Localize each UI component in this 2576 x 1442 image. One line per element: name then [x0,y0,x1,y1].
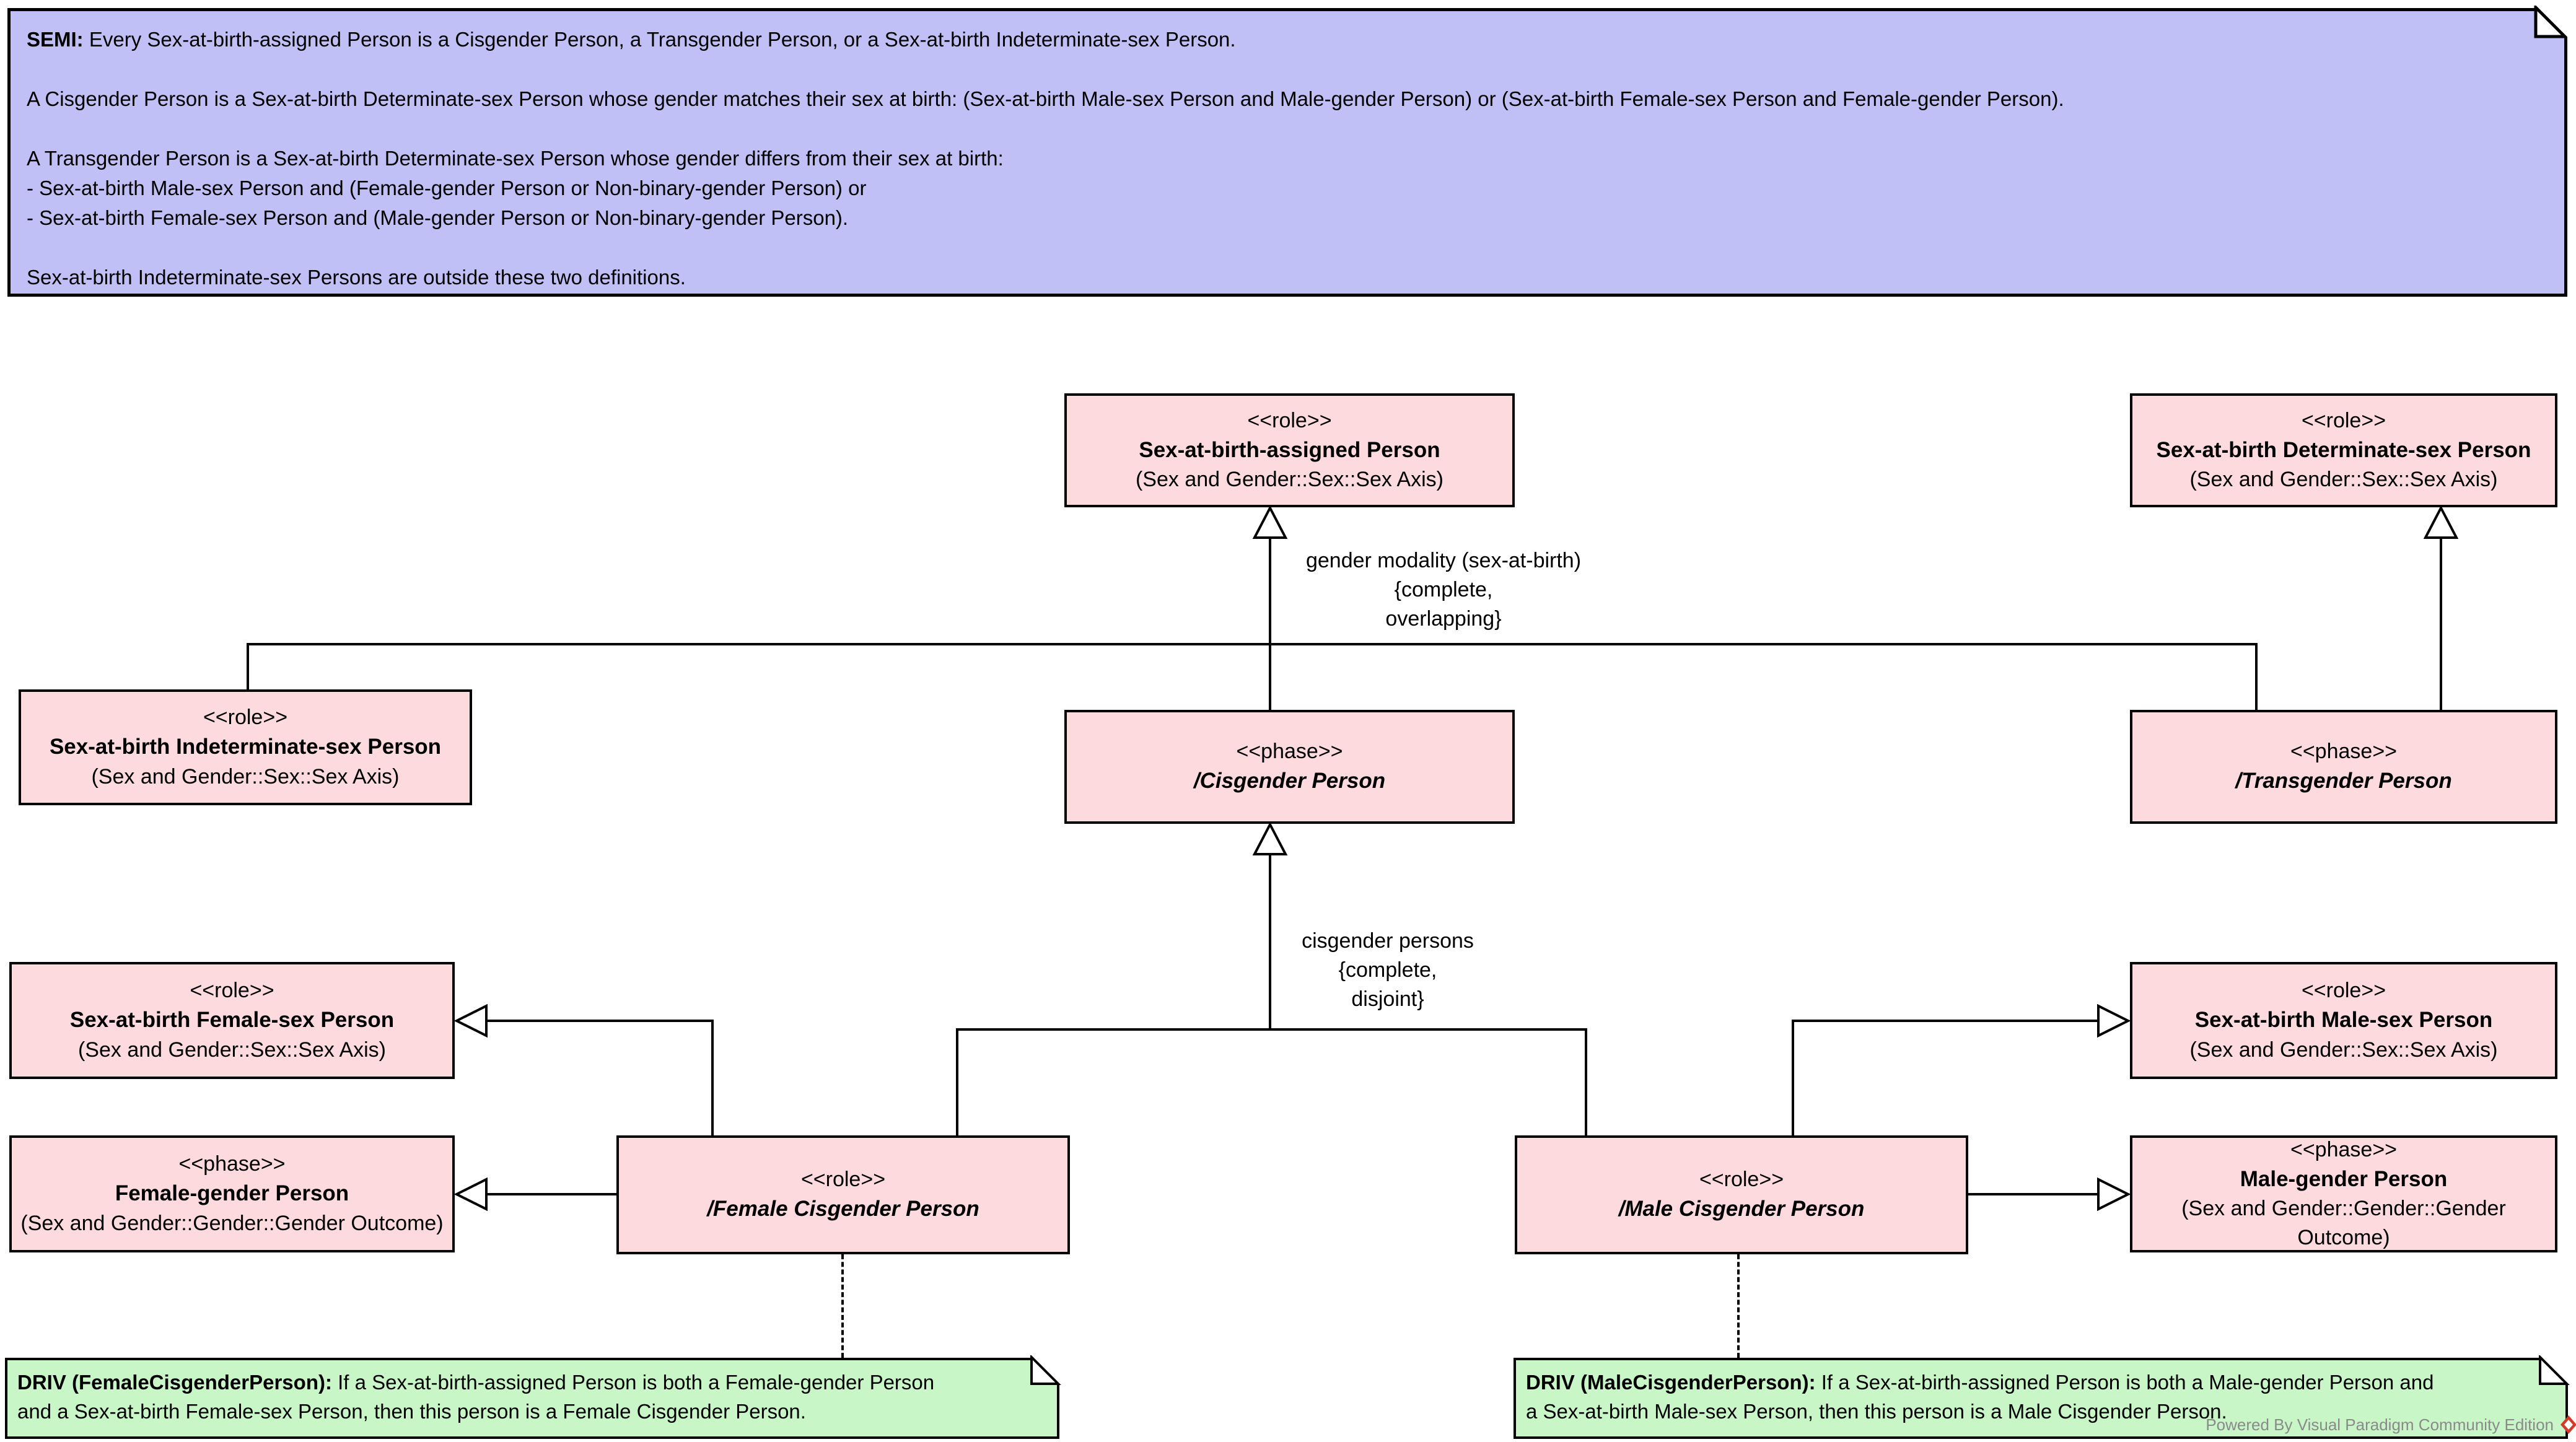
connector-cisgender-to-assigned [1269,538,1271,711]
class-name: Sex-at-birth Indeterminate-sex Person [49,735,442,759]
class-package: (Sex and Gender::Sex::Sex Axis) [2189,468,2498,492]
class-sex-at-birth-determinate-sex-person[interactable]: <<role>> Sex-at-birth Determinate-sex Pe… [2130,393,2557,507]
stereotype-label: <<role>> [203,706,288,730]
watermark-text: Powered By Visual Paradigm Community Edi… [2206,1415,2554,1434]
class-package: (Sex and Gender::Sex::Sex Axis) [77,1038,387,1062]
driv-note-body: If a Sex-at-birth-assigned Person is bot… [17,1371,935,1423]
class-sex-at-birth-male-sex-person[interactable]: <<role>> Sex-at-birth Male-sex Person (S… [2130,962,2557,1079]
stereotype-label: <<role>> [1699,1168,1784,1192]
class-name: Sex-at-birth Female-sex Person [69,1008,395,1033]
edge-label-cisgender-persons: cisgender persons {complete, disjoint} [1302,929,1474,1011]
class-sex-at-birth-assigned-person[interactable]: <<role>> Sex-at-birth-assigned Person (S… [1064,393,1515,507]
stereotype-label: <<role>> [2301,979,2386,1003]
connector-femalecis-to-femalegender [486,1193,616,1195]
connector-modality-horizontal [247,643,2258,645]
class-sex-at-birth-indeterminate-sex-person[interactable]: <<role>> Sex-at-birth Indeterminate-sex … [19,689,472,805]
generalization-arrow-icon [2424,506,2458,539]
connector-drop-male-cisgender [1585,1028,1587,1135]
stereotype-label: <<phase>> [2290,740,2398,764]
generalization-arrow-icon [455,1178,488,1211]
semi-note-label: SEMI: [27,28,84,51]
note-fold-icon [2539,1355,2570,1385]
driv-note-body: If a Sex-at-birth-assigned Person is bot… [1526,1371,2434,1423]
connector-drop-female-cisgender [956,1028,958,1135]
stereotype-label: <<role>> [2301,408,2386,432]
generalization-arrow-icon [2097,1178,2130,1211]
class-name: Sex-at-birth Male-sex Person [2194,1008,2493,1033]
stereotype-label: <<role>> [1247,408,1332,432]
generalization-arrow-icon [1253,506,1287,539]
driv-note-male-cisgender[interactable]: DRIV (MaleCisgenderPerson): If a Sex-at-… [1514,1358,2568,1439]
class-package: (Sex and Gender::Sex::Sex Axis) [2189,1038,2498,1062]
edge-label-gender-modality: gender modality (sex-at-birth) {complete… [1305,549,1582,631]
class-name: /Cisgender Person [1193,769,1386,793]
class-name: Female-gender Person [115,1181,349,1206]
note-fold-icon [1030,1355,1061,1385]
stereotype-label: <<role>> [800,1168,886,1192]
connector-cispersons-horizontal [956,1028,1587,1031]
note-anchor-male [1737,1254,1740,1358]
semi-note-body: Every Sex-at-birth-assigned Person is a … [27,28,2064,289]
class-name: /Male Cisgender Person [1618,1197,1865,1221]
driv-note-label: DRIV (FemaleCisgenderPerson): [17,1371,332,1394]
class-package: (Sex and Gender::Gender::Gender Outcome) [20,1211,444,1235]
class-package: (Sex and Gender::Sex::Sex Axis) [91,764,400,789]
generalization-arrow-icon [2097,1004,2130,1038]
class-name: /Transgender Person [2235,769,2452,793]
connector-femalecis-to-femalesex-v [711,1020,714,1135]
connector-malecis-to-malesex-v [1792,1020,1794,1135]
stereotype-label: <<phase>> [178,1152,286,1176]
connector-cispersons-vertical [1269,855,1271,1029]
class-male-cisgender-person[interactable]: <<role>> /Male Cisgender Person [1515,1135,1968,1254]
generalization-arrow-icon [1253,823,1287,855]
class-transgender-person[interactable]: <<phase>> /Transgender Person [2130,710,2557,824]
stereotype-label: <<phase>> [2290,1138,2398,1161]
class-name: Male-gender Person [2240,1166,2448,1191]
class-cisgender-person[interactable]: <<phase>> /Cisgender Person [1064,710,1515,824]
class-female-gender-person[interactable]: <<phase>> Female-gender Person (Sex and … [9,1135,455,1252]
semi-constraint-note[interactable]: SEMI: Every Sex-at-birth-assigned Person… [7,8,2567,297]
generalization-arrow-icon [455,1004,488,1038]
class-female-cisgender-person[interactable]: <<role>> /Female Cisgender Person [616,1135,1070,1254]
note-anchor-female [841,1254,844,1358]
driv-note-female-cisgender[interactable]: DRIV (FemaleCisgenderPerson): If a Sex-a… [5,1358,1059,1439]
class-male-gender-person[interactable]: <<phase>> Male-gender Person (Sex and Ge… [2130,1135,2557,1252]
connector-malecis-to-malegender [1968,1193,2098,1195]
class-package: (Sex and Gender::Sex::Sex Axis) [1135,468,1444,492]
stereotype-label: <<role>> [190,979,274,1003]
class-sex-at-birth-female-sex-person[interactable]: <<role>> Sex-at-birth Female-sex Person … [9,962,455,1079]
visual-paradigm-logo-icon [2561,1415,2576,1434]
connector-transgender-to-determinate [2440,538,2442,711]
powered-by-watermark: Powered By Visual Paradigm Community Edi… [2181,1415,2576,1435]
class-package: (Sex and Gender::Gender::Gender Outcome) [2181,1197,2506,1250]
driv-note-label: DRIV (MaleCisgenderPerson): [1526,1371,1816,1394]
class-name: Sex-at-birth-assigned Person [1139,437,1440,462]
connector-drop-indeterminate [247,643,249,691]
note-fold-icon [2534,6,2567,38]
connector-drop-transgender [2255,643,2258,711]
class-name: /Female Cisgender Person [707,1197,979,1221]
connector-femalecis-to-femalesex-h [486,1020,714,1022]
stereotype-label: <<phase>> [1236,740,1343,764]
class-name: Sex-at-birth Determinate-sex Person [2156,437,2531,462]
connector-malecis-to-malesex-h [1792,1020,2098,1022]
